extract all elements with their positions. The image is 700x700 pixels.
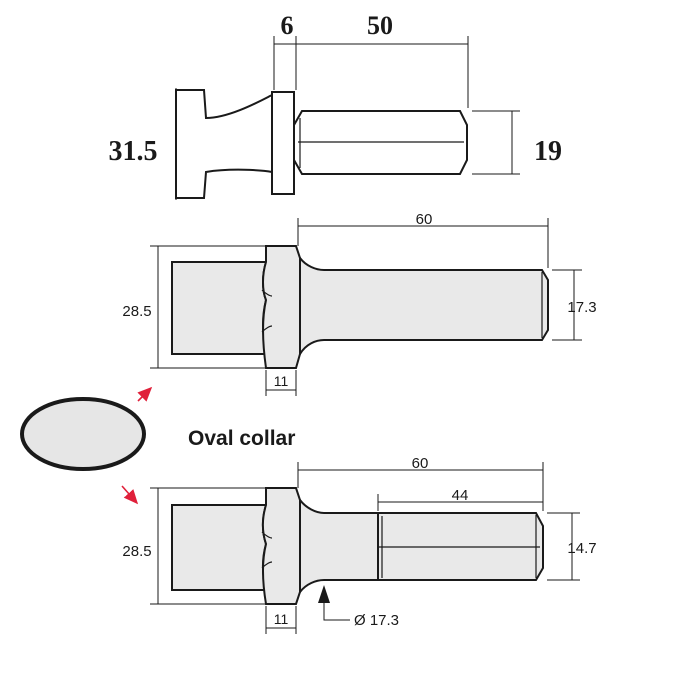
top-hex-size-label: 19 [534,136,562,167]
middle-shank-diameter-label: 17.3 [567,299,596,316]
bottom-tool-drawing: 60 44 28.5 14.7 11 Ø 17.3 [122,455,597,634]
middle-round-shank [299,255,549,358]
bottom-head-height-label: 28.5 [122,543,151,560]
top-head-height-label: 31.5 [109,136,158,167]
oval-collar-section: Oval collar [20,386,295,505]
middle-collar [262,245,301,369]
bottom-collar-width-label: 11 [274,611,289,627]
arrow-down-icon [121,485,139,505]
bottom-round-neck [299,497,379,595]
middle-shank-length-label: 60 [416,211,433,228]
oval-collar-shape [20,397,146,471]
middle-head-height-label: 28.5 [122,303,151,320]
bottom-shank-length-label: 60 [412,455,429,472]
bottom-hex-length-label: 44 [452,487,469,504]
top-head [175,89,273,199]
arrow-up-icon [137,386,153,402]
bottom-hex-size-label: 14.7 [567,540,596,557]
top-tool-drawing: 6 50 31.5 19 [109,11,562,200]
top-collar-width-label: 6 [281,11,294,40]
neck-pointer-icon [318,585,330,603]
top-shank-length-label: 50 [367,11,393,40]
middle-collar-width-label: 11 [274,373,289,389]
bottom-head [171,504,268,591]
middle-head [171,261,268,355]
top-collar [271,91,295,195]
bottom-neck-diameter-label: Ø 17.3 [354,612,399,629]
bottom-collar [262,487,301,605]
oval-collar-label: Oval collar [188,427,295,450]
middle-tool-drawing: 60 28.5 17.3 11 [122,211,597,396]
